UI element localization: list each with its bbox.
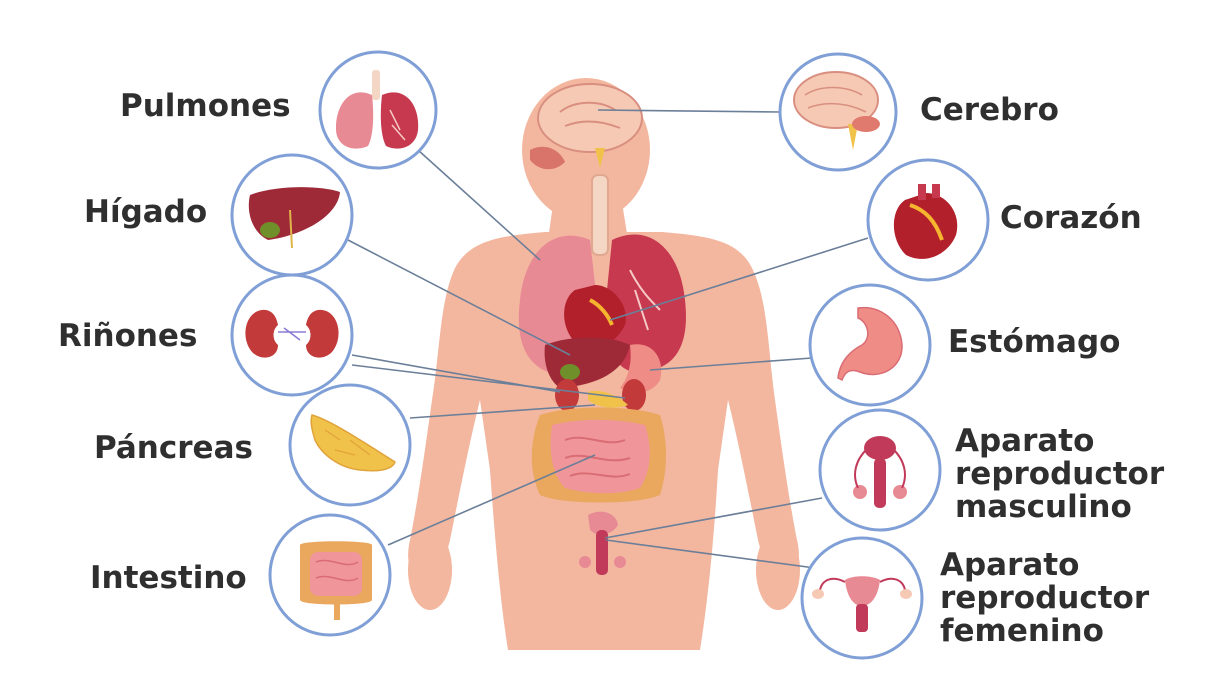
label-masculino: Aparato reproductor masculino — [955, 425, 1164, 524]
leader-pulmones — [418, 150, 540, 260]
label-pulmones: Pulmones — [120, 90, 291, 122]
body-trachea — [592, 175, 608, 255]
body-brain — [538, 84, 642, 152]
circle-pulmones — [320, 52, 436, 168]
label-masculino-line-1: Aparato — [955, 425, 1164, 458]
label-femenino: Aparato reproductor femenino — [940, 549, 1149, 648]
label-masculino-line-3: masculino — [955, 491, 1164, 524]
body-kidney-right — [622, 379, 646, 411]
label-femenino-line-3: femenino — [940, 615, 1149, 648]
label-femenino-line-1: Aparato — [940, 549, 1149, 582]
label-corazon: Corazón — [1000, 202, 1142, 234]
body-reproductive — [596, 530, 608, 575]
label-pancreas: Páncreas — [94, 432, 253, 464]
label-cerebro: Cerebro — [920, 94, 1059, 126]
label-rinones: Riñones — [58, 320, 197, 352]
body-small-intestine — [551, 420, 650, 494]
label-higado: Hígado — [84, 196, 207, 228]
label-intestino: Intestino — [90, 562, 247, 594]
label-femenino-line-2: reproductor — [940, 582, 1149, 615]
label-estomago: Estómago — [948, 326, 1120, 358]
label-masculino-line-2: reproductor — [955, 458, 1164, 491]
